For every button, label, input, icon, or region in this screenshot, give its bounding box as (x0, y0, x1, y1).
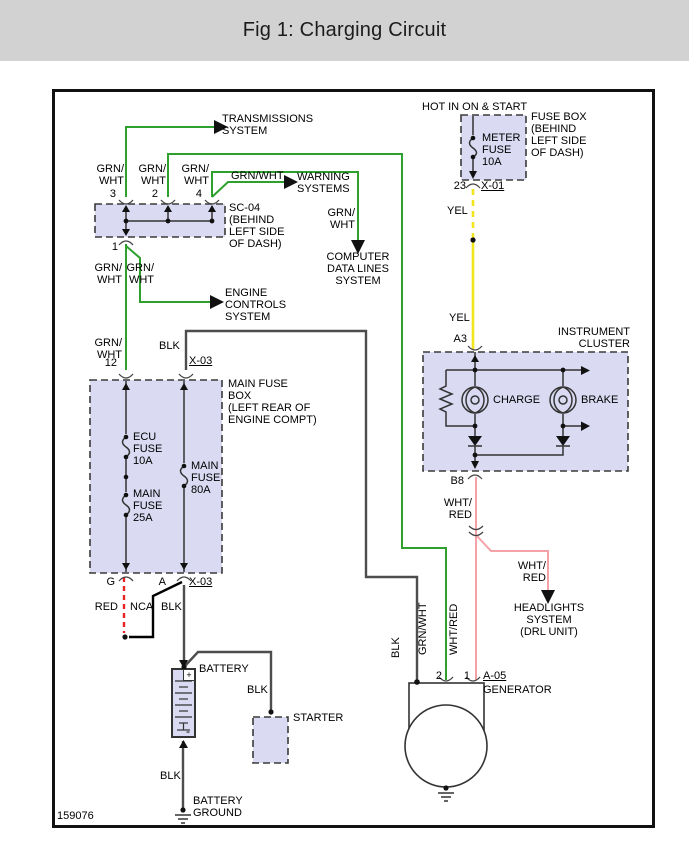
figure-id: 159076 (57, 810, 94, 822)
starter-label: STARTER (293, 712, 344, 724)
generator-pin-1: 1 (463, 670, 470, 682)
generator-ground-icon (438, 785, 454, 802)
wire-label-blk: BLK (160, 770, 181, 782)
wire-label-grnwht: GRN/ WHT (126, 262, 155, 286)
label-transmissions-system: TRANSMISSIONS SYSTEM (222, 113, 314, 137)
cluster-pin-b8: B8 (450, 475, 464, 487)
wire-label-yel: YEL (447, 205, 468, 217)
fusebox-pin-a: A (158, 576, 166, 588)
sc04-pin-2: 2 (151, 188, 158, 200)
main-fuse-box-label: MAIN FUSE BOX (LEFT REAR OF ENGINE COMPT… (228, 378, 317, 426)
wire-label-grnwht-inline: GRN/WHT (231, 170, 284, 182)
generator-label: GENERATOR (483, 684, 552, 696)
wire-label-whtred: WHT/ RED (443, 497, 472, 521)
label-warning-systems: WARNING SYSTEMS (297, 171, 350, 195)
connector-x03-top: X-03 (189, 355, 213, 367)
junctions-and-grounds (122, 237, 476, 824)
generator-connector-a05: A-05 (483, 670, 507, 682)
sc04-label: SC-04 (BEHIND LEFT SIDE OF DASH) (229, 202, 285, 250)
wire-label-blk-vertical: BLK (390, 637, 402, 658)
wire-label-blk: BLK (161, 601, 182, 613)
ecu-fuse-label: ECU FUSE 10A (133, 431, 163, 467)
hot-in-on-start-label: HOT IN ON & START (422, 101, 528, 113)
wire-label-whtred: WHT/ RED (517, 560, 546, 584)
inline-connector-icon (468, 525, 484, 531)
black-wires (129, 329, 419, 809)
figure-title: Fig 1: Charging Circuit (242, 19, 447, 41)
instrument-cluster-box (422, 351, 629, 472)
label-computer-data-lines-system: COMPUTER DATA LINES SYSTEM (326, 251, 390, 287)
battery-symbol (171, 660, 196, 748)
label-engine-controls-system: ENGINE CONTROLS SYSTEM (225, 287, 287, 323)
charge-lamp-icon (461, 370, 489, 426)
component-boxes (89, 114, 629, 764)
instrument-cluster-internals (438, 352, 590, 469)
meter-fuse-label: METER FUSE 10A (482, 132, 521, 168)
wire-label-grnwht: GRN/ WHT (94, 337, 123, 361)
wire-label-grnwht-vertical: GRN/WHT (417, 602, 429, 655)
battery-minus-terminal: - (186, 724, 190, 738)
colored-wires (122, 189, 549, 680)
battery-plus-terminal: + (183, 669, 195, 681)
generator-pin-2: 2 (435, 670, 442, 682)
main-fuse-25a-label: MAIN FUSE 25A (133, 488, 163, 524)
main-fuse-80a-label: MAIN FUSE 80A (191, 460, 221, 496)
battery-ground-label: BATTERY GROUND (193, 795, 243, 819)
wire-label-grnwht: GRN/ WHT (327, 207, 356, 231)
wire-label-nca: NCA (130, 601, 154, 613)
wire-label-grnwht: GRN/ WHT (138, 163, 167, 187)
wire-label-whtred-vertical: WHT/RED (448, 603, 460, 655)
wire-label-blk: BLK (247, 684, 268, 696)
wire-label-grnwht: GRN/ WHT (94, 262, 123, 286)
resistor-icon (438, 370, 475, 427)
sc04-pin-4: 4 (195, 188, 202, 200)
instrument-cluster-label: INSTRUMENT CLUSTER (557, 326, 630, 350)
fusebox-pin-12: 12 (104, 357, 117, 369)
main-fuse-box (89, 379, 223, 574)
brake-lamp-icon (549, 370, 577, 426)
pin-brackets (118, 183, 483, 682)
meter-fuse-internals (468, 116, 478, 179)
battery-label: BATTERY (199, 663, 249, 675)
fusebox-pin-23: 23 (453, 180, 466, 192)
generator-symbol (404, 679, 488, 802)
sc04-pin-3: 3 (109, 188, 116, 200)
green-wires (125, 126, 447, 680)
wire-label-grnwht: GRN/ WHT (96, 163, 125, 187)
diode-icons (468, 426, 570, 456)
wire-label-yel: YEL (449, 312, 470, 324)
charge-lamp-label: CHARGE (493, 394, 541, 406)
sc04-pin-1: 1 (111, 241, 118, 253)
fusebox-pin-g: G (106, 576, 115, 588)
starter-box (252, 716, 289, 764)
system-arrows (210, 120, 555, 604)
dash-fuse-box-label: FUSE BOX (BEHIND LEFT SIDE OF DASH) (531, 111, 587, 159)
connector-x03-bottom: X-03 (189, 576, 213, 588)
wire-label-grnwht: GRN/ WHT (181, 163, 210, 187)
wire-label-blk: BLK (159, 340, 180, 352)
sc04-internals (122, 205, 216, 236)
battery-ground-icon (175, 807, 191, 824)
brake-lamp-label: BRAKE (581, 394, 619, 406)
wire-label-red: RED (94, 601, 118, 613)
main-fuse-box-internals (121, 381, 189, 572)
cluster-pin-a3: A3 (453, 333, 467, 345)
figure-header: Fig 1: Charging Circuit (0, 0, 689, 61)
connector-x01: X-01 (481, 180, 505, 192)
label-headlights-system: HEADLIGHTS SYSTEM (DRL UNIT) (513, 602, 585, 638)
